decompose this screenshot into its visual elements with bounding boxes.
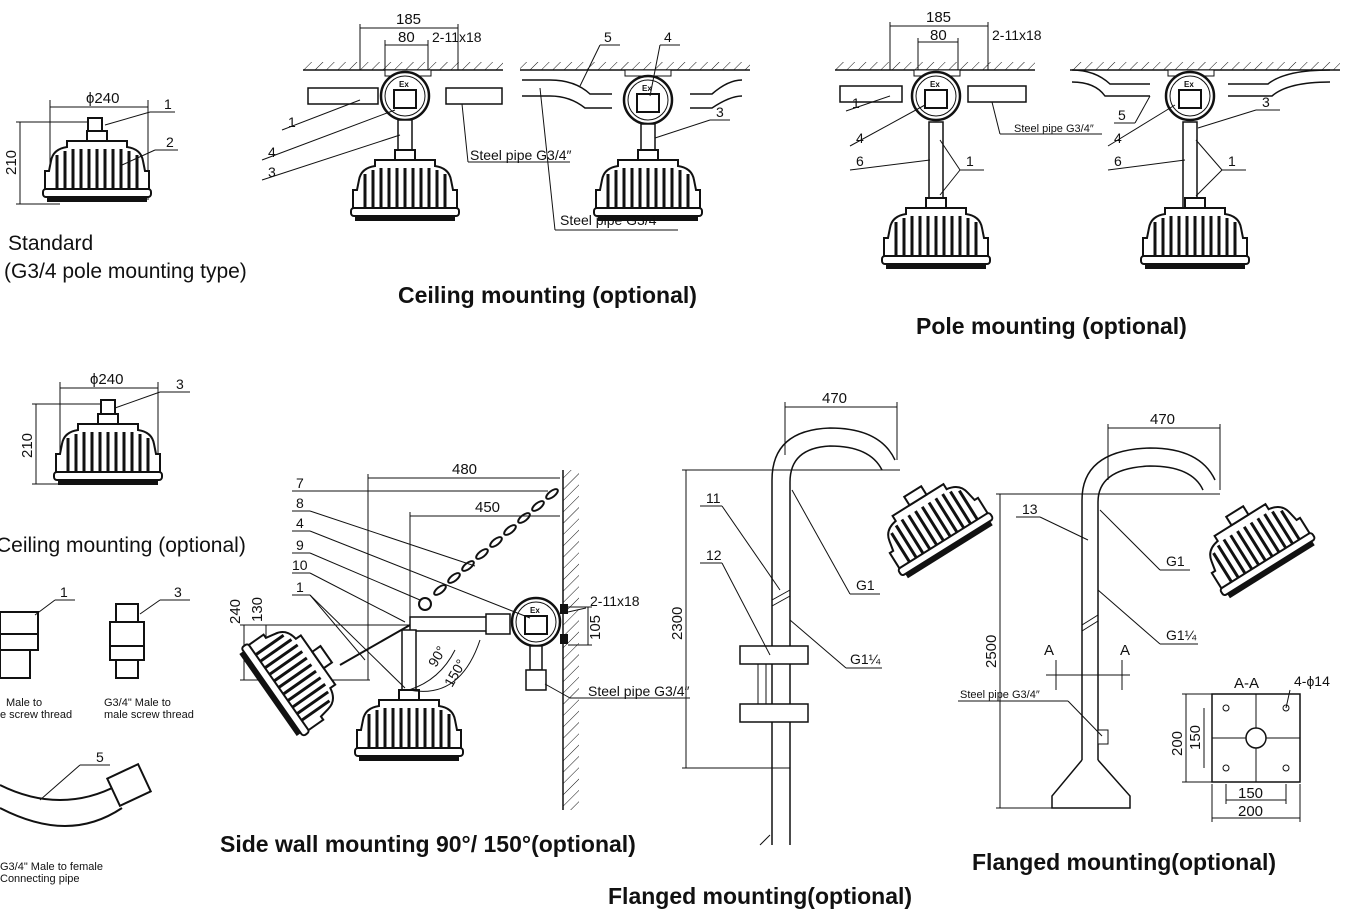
fitting-3-line2: male screw thread	[104, 709, 194, 721]
label-4-ceiling: 4	[268, 144, 276, 160]
label-9-side: 9	[296, 537, 304, 553]
ceiling-mounting-view: 185 80 2-11x18 1 4 3 Steel pipe G3/4″	[261, 11, 572, 223]
label-3-ceiling-b: 3	[716, 104, 724, 120]
dim-phi240-b: ϕ240	[90, 371, 123, 388]
label-3-ceiling: 3	[268, 164, 276, 180]
label-1-pole-c: 1	[1228, 153, 1236, 169]
dim-450: 450	[475, 499, 500, 516]
label-5-fitting: 5	[96, 749, 104, 765]
label-4-ceiling-b: 4	[664, 29, 672, 45]
dim-470-b: 470	[1150, 411, 1175, 428]
holes-ceiling: 2-11x18	[432, 29, 482, 45]
label-12-flange: 12	[706, 547, 722, 563]
caption-standard-sub: (G3/4 pole mounting type)	[4, 260, 247, 283]
caption-ceiling-small: Ceiling mounting (optional)	[0, 534, 246, 557]
caption-ceiling-main: Ceiling mounting (optional)	[398, 282, 697, 308]
dim-210: 210	[3, 150, 20, 175]
dim-240: 240	[227, 599, 244, 624]
dim-130: 130	[249, 597, 266, 622]
g114-flange: G1¼	[850, 651, 881, 667]
caption-flanged-bottom: Flanged mounting(optional)	[608, 883, 912, 909]
fitting-1-line2: e screw thread	[0, 709, 72, 721]
dim-200-v: 200	[1169, 731, 1186, 756]
label-6-pole-b: 6	[1114, 153, 1122, 169]
steel-pipe-ceiling-b: Steel pipe G3/4″	[560, 212, 662, 228]
label-8-side: 8	[296, 495, 304, 511]
side-wall-view: 480 450 240 130 105 2-11x18	[220, 461, 690, 857]
standard-view: ϕ240 210 1 2 Standard (G3/4 pole mountin…	[3, 90, 247, 283]
label-6-pole: 6	[856, 153, 864, 169]
caption-pole-main: Pole mounting (optional)	[916, 313, 1187, 339]
dim-185-ceiling: 185	[396, 11, 421, 28]
fittings-view: 1 Male to e screw thread 3 G3/4" Male to…	[0, 584, 194, 885]
g1-flange-b: G1	[1166, 553, 1185, 569]
pole-mounting-view: 185 80 2-11x18 1 4 6 1 Steel pipe G3/4″	[835, 9, 1102, 271]
steel-pipe-side: Steel pipe G3/4″	[588, 683, 690, 699]
label-4-pole-b: 4	[1114, 130, 1122, 146]
caption-flanged-right: Flanged mounting(optional)	[972, 849, 1276, 875]
dim-185-pole: 185	[926, 9, 951, 26]
label-1-side: 1	[296, 579, 304, 595]
steel-pipe-pole: Steel pipe G3/4″	[1014, 123, 1094, 135]
holes-side: 2-11x18	[590, 593, 640, 609]
fitting-3-line1: G3/4" Male to	[104, 697, 171, 709]
section-a-right: A	[1120, 642, 1130, 659]
label-1-pole-b: 1	[966, 153, 974, 169]
label-3-fitting: 3	[174, 584, 182, 600]
label-5-pole: 5	[1118, 107, 1126, 123]
label-2: 2	[166, 134, 174, 150]
ceiling-small-view: ϕ240 210 3 Ceiling mounting (optional)	[0, 371, 246, 557]
dim-200-h: 200	[1238, 803, 1263, 820]
label-4-side: 4	[296, 515, 304, 531]
section-a-left: A	[1044, 642, 1054, 659]
caption-side-wall: Side wall mounting 90°/ 150°(optional)	[220, 831, 636, 857]
dim-2500: 2500	[983, 635, 1000, 668]
steel-pipe-flange: Steel pipe G3/4″	[960, 689, 1040, 701]
label-4-pole: 4	[856, 130, 864, 146]
label-13-flange: 13	[1022, 501, 1038, 517]
flanged-2500-view: 470 2500 A A 13 G1 G1¼ Steel pipe G3/4″ …	[958, 411, 1330, 875]
section-aa: A-A	[1234, 675, 1259, 692]
dim-phi240: ϕ240	[86, 90, 119, 107]
label-3-pole: 3	[1262, 94, 1270, 110]
fitting-5-line1: G3/4" Male to female	[0, 861, 103, 873]
dim-210-b: 210	[19, 433, 36, 458]
dim-150-h: 150	[1238, 785, 1263, 802]
caption-standard: Standard	[8, 232, 93, 255]
dim-105: 105	[587, 615, 604, 640]
dim-80-pole: 80	[930, 27, 947, 44]
flanged-2300-view: 470 2300 11 12 G1 G1¼	[669, 390, 998, 846]
dim-150-v: 150	[1187, 725, 1204, 750]
label-7-side: 7	[296, 475, 304, 491]
g1-flange: G1	[856, 577, 875, 593]
dim-480: 480	[452, 461, 477, 478]
label-1-fitting: 1	[60, 584, 68, 600]
fitting-1-line1: Male to	[6, 697, 42, 709]
label-1-pole: 1	[852, 95, 860, 111]
holes-pole: 2-11x18	[992, 27, 1042, 43]
dim-80-ceiling: 80	[398, 29, 415, 46]
label-1: 1	[164, 96, 172, 112]
fitting-5-line2: Connecting pipe	[0, 873, 80, 885]
label-10-side: 10	[292, 557, 308, 573]
label-5-ceiling: 5	[604, 29, 612, 45]
angle-150: 150°	[441, 656, 469, 689]
steel-pipe-ceiling: Steel pipe G3/4″	[470, 147, 572, 163]
ceiling-mounting-view-b: 5 4 3 Steel pipe G3/4″ Ceiling mounting …	[398, 29, 750, 308]
pole-mounting-view-b: 5 4 3 6 1 Pole mounting (optional)	[916, 62, 1340, 339]
dim-470-a: 470	[822, 390, 847, 407]
g114-flange-b: G1¼	[1166, 627, 1197, 643]
dim-2300: 2300	[669, 607, 686, 640]
label-3-small: 3	[176, 376, 184, 392]
holes-4-phi14: 4-ϕ14	[1294, 673, 1330, 689]
label-11-flange: 11	[706, 490, 721, 506]
label-1-ceiling: 1	[288, 114, 296, 130]
